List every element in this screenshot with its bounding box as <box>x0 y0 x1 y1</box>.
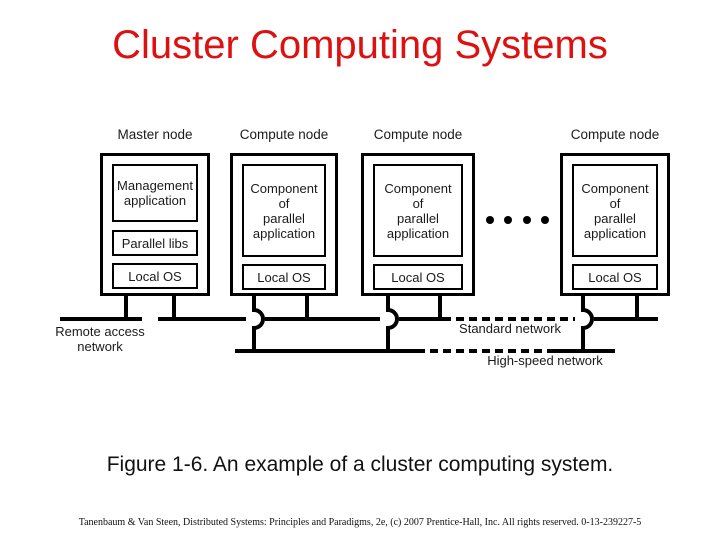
component-box-management-application: Management application <box>112 164 198 222</box>
node-box-compute-1: Component of parallel application Local … <box>230 153 338 296</box>
node-box-compute-2: Component of parallel application Local … <box>361 153 475 296</box>
component-box-parallel-component: Component of parallel application <box>373 164 463 257</box>
label-standard-network: Standard network <box>459 321 561 336</box>
node-label-compute-2: Compute node <box>373 127 463 142</box>
hop-leg-compute-3 <box>581 294 594 353</box>
node-label-compute-1: Compute node <box>239 127 329 142</box>
node-label-compute-3: Compute node <box>570 127 660 142</box>
node-box-master: Management application Parallel libs Loc… <box>100 153 210 296</box>
ellipsis-icon <box>486 216 549 224</box>
hop-leg-compute-1 <box>252 294 265 353</box>
node-legs-standard <box>124 294 639 321</box>
copyright-line: Tanenbaum & Van Steen, Distributed Syste… <box>78 517 642 528</box>
node-label-master: Master node <box>117 127 193 142</box>
component-box-local-os: Local OS <box>242 264 326 290</box>
label-high-speed-network: High-speed network <box>487 353 603 368</box>
component-box-local-os: Local OS <box>373 264 463 290</box>
hop-leg-compute-2 <box>386 294 399 353</box>
node-box-compute-3: Component of parallel application Local … <box>560 153 670 296</box>
component-box-parallel-libs: Parallel libs <box>112 230 198 256</box>
component-box-local-os: Local OS <box>572 264 658 290</box>
slide-title: Cluster Computing Systems <box>112 23 608 67</box>
figure-caption: Figure 1-6. An example of a cluster comp… <box>106 453 614 476</box>
component-box-parallel-component: Component of parallel application <box>572 164 658 257</box>
label-remote-access-network: Remote access network <box>55 324 145 354</box>
component-box-parallel-component: Component of parallel application <box>242 164 326 257</box>
component-box-local-os: Local OS <box>112 263 198 289</box>
